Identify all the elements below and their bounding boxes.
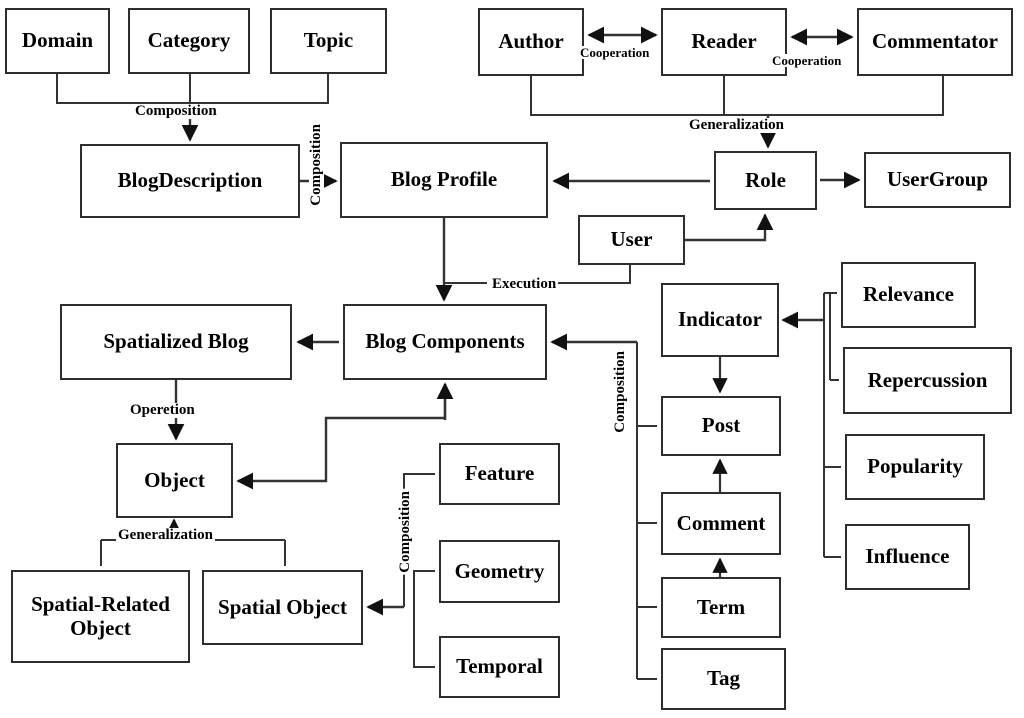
edge-topic-to-bus [190, 74, 329, 104]
node-usergroup[interactable]: UserGroup [864, 152, 1011, 208]
node-commentator[interactable]: Commentator [857, 8, 1013, 76]
node-blogdescription[interactable]: BlogDescription [80, 144, 300, 218]
edge-temporal-stub [413, 607, 435, 668]
node-temporal[interactable]: Temporal [439, 636, 560, 698]
edge-label-operetion: Operetion [128, 402, 197, 418]
edge-commentator-down [768, 76, 944, 116]
node-role[interactable]: Role [714, 151, 817, 210]
node-spatialized-blog[interactable]: Spatialized Blog [60, 304, 292, 380]
node-spatial-related-object[interactable]: Spatial-Related Object [11, 570, 190, 663]
node-repercussion[interactable]: Repercussion [843, 347, 1012, 414]
node-domain[interactable]: Domain [5, 8, 110, 74]
node-blog-components[interactable]: Blog Components [343, 304, 547, 380]
edge-label-composition-top: Composition [133, 103, 219, 119]
node-popularity[interactable]: Popularity [845, 434, 985, 500]
edge-label-composition-blog: Composition [612, 349, 628, 435]
edge-execution-stub-right [548, 265, 631, 284]
node-author[interactable]: Author [478, 8, 584, 76]
node-topic[interactable]: Topic [270, 8, 387, 74]
node-term[interactable]: Term [661, 577, 781, 638]
edge-spatial-to-blogcomponents [236, 384, 447, 490]
node-reader[interactable]: Reader [661, 8, 787, 76]
node-category[interactable]: Category [128, 8, 250, 74]
edge-label-composition-profile: Composition [308, 122, 324, 208]
node-relevance[interactable]: Relevance [841, 262, 976, 328]
edge-user-to-role [685, 213, 774, 242]
edge-label-generalization-object: Generalization [116, 527, 215, 543]
edge-label-composition-spatial: Composition [397, 489, 413, 575]
node-influence[interactable]: Influence [845, 524, 970, 590]
node-user[interactable]: User [578, 215, 685, 265]
edge-geometry-stub [413, 570, 435, 607]
node-spatial-object[interactable]: Spatial Object [202, 570, 363, 645]
node-blog-profile[interactable]: Blog Profile [340, 142, 548, 218]
node-object[interactable]: Object [116, 443, 233, 518]
edge-author-down [530, 76, 768, 116]
edge-label-cooperation-left: Cooperation [578, 45, 652, 60]
edge-label-generalization-role: Generalization [687, 117, 786, 133]
edge-label-cooperation-right: Cooperation [770, 53, 844, 68]
node-tag[interactable]: Tag [661, 648, 786, 710]
node-comment[interactable]: Comment [661, 492, 781, 555]
node-post[interactable]: Post [661, 396, 781, 456]
node-geometry[interactable]: Geometry [439, 540, 560, 603]
edge-domain-to-bus [56, 74, 190, 104]
edge-label-execution: Execution [490, 276, 559, 292]
node-indicator[interactable]: Indicator [661, 283, 779, 357]
node-feature[interactable]: Feature [439, 443, 560, 505]
